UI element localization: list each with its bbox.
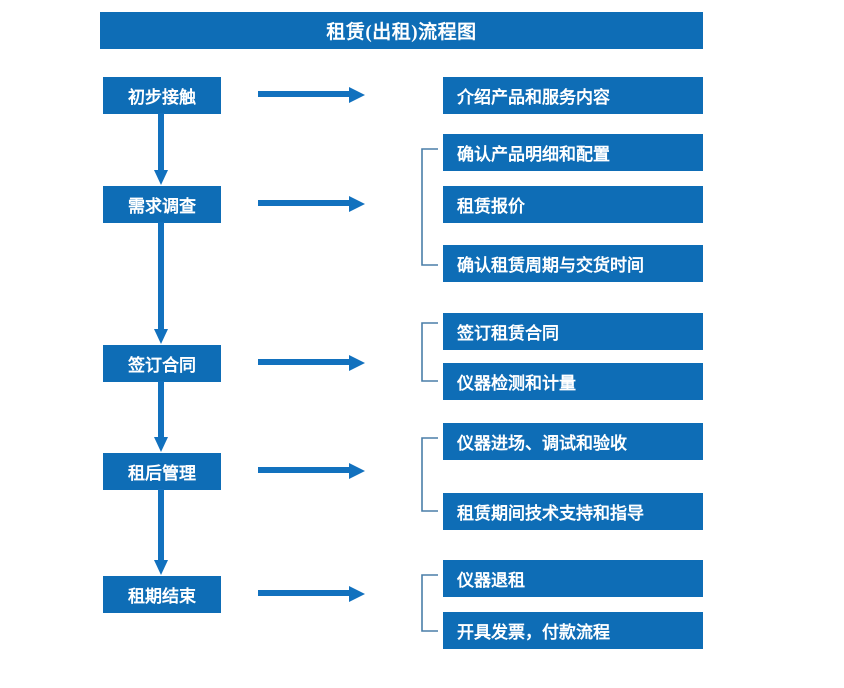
detail-box-rental-quotation[interactable]: 租赁报价	[443, 186, 703, 223]
detail-box-sign-rental-contract[interactable]: 签订租赁合同	[443, 313, 703, 350]
arrow-postmgmt-to-end	[150, 489, 172, 576]
detail-box-technical-support[interactable]: 租赁期间技术支持和指导	[443, 493, 703, 530]
arrow-stage-1-to-details	[258, 86, 366, 104]
brace-group-end	[418, 574, 440, 632]
arrow-stage-5-to-details	[258, 585, 366, 603]
detail-box-instrument-entry-commissioning[interactable]: 仪器进场、调试和验收	[443, 423, 703, 460]
detail-box-introduce-products[interactable]: 介绍产品和服务内容	[443, 77, 703, 114]
brace-group-survey	[418, 148, 440, 266]
page-title: 租赁(出租)流程图	[100, 12, 703, 49]
detail-box-confirm-product-details[interactable]: 确认产品明细和配置	[443, 134, 703, 171]
arrow-stage-2-to-details	[258, 195, 366, 213]
stage-box-rental-end[interactable]: 租期结束	[103, 576, 221, 613]
stage-box-sign-contract[interactable]: 签订合同	[103, 345, 221, 382]
arrow-stage-4-to-details	[258, 462, 366, 480]
arrow-survey-to-contract	[150, 222, 172, 345]
stage-box-initial-contact[interactable]: 初步接触	[103, 77, 221, 114]
arrow-contract-to-postmgmt	[150, 381, 172, 453]
arrow-stage-3-to-details	[258, 354, 366, 372]
stage-box-post-rental-management[interactable]: 租后管理	[103, 453, 221, 490]
brace-group-contract	[418, 322, 440, 382]
detail-box-confirm-rental-period[interactable]: 确认租赁周期与交货时间	[443, 245, 703, 282]
stage-box-demand-survey[interactable]: 需求调查	[103, 186, 221, 223]
detail-box-instrument-return[interactable]: 仪器退租	[443, 560, 703, 597]
brace-group-postmgmt	[418, 437, 440, 512]
detail-box-invoice-payment[interactable]: 开具发票，付款流程	[443, 612, 703, 649]
arrow-contact-to-survey	[150, 113, 172, 186]
detail-box-instrument-inspection[interactable]: 仪器检测和计量	[443, 363, 703, 400]
